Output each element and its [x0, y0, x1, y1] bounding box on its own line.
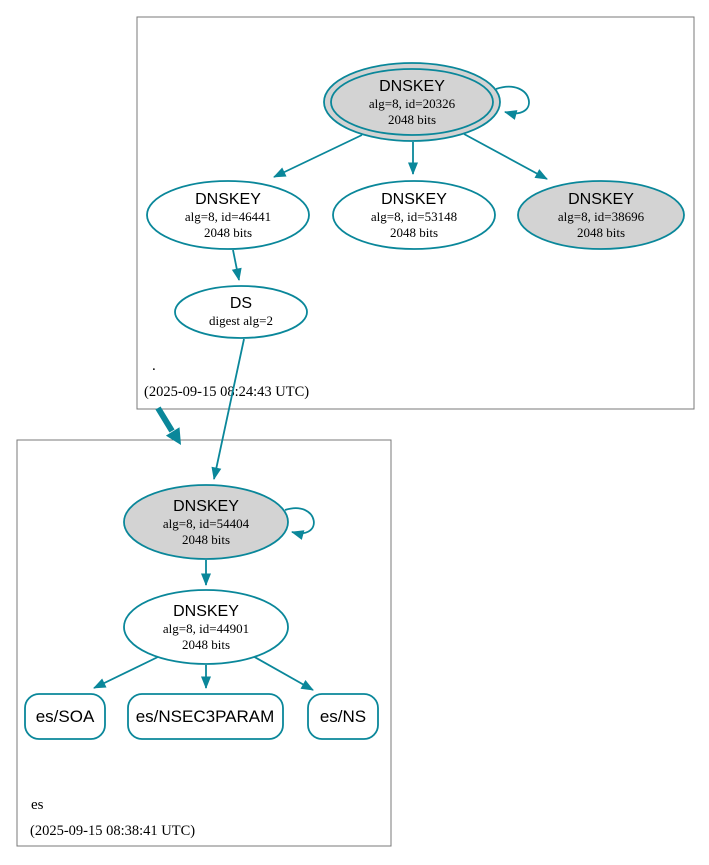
node-bits: 2048 bits: [577, 225, 625, 240]
edge-selfsign-20326: [495, 85, 530, 120]
edges: [93, 85, 548, 691]
node-dnskey-54404[interactable]: DNSKEY alg=8, id=54404 2048 bits: [123, 484, 289, 560]
zone-es-name: es: [31, 797, 44, 813]
zone-es-box: [16, 439, 392, 847]
node-bits: 2048 bits: [204, 225, 252, 240]
edge-20326-46441: [273, 134, 363, 178]
node-alg: alg=8, id=54404: [163, 516, 250, 531]
node-title: DNSKEY: [381, 191, 447, 208]
node-ds-es[interactable]: DS digest alg=2: [174, 285, 308, 339]
zone-root-name: .: [152, 358, 156, 374]
node-title: DNSKEY: [568, 191, 634, 208]
edge-ds-54404: [211, 338, 245, 480]
edge-20326-38696: [463, 133, 548, 180]
node-alg: alg=8, id=20326: [369, 96, 456, 111]
node-alg: alg=8, id=38696: [558, 209, 645, 224]
node-title: DNSKEY: [379, 78, 445, 95]
node-rrset-es-nsec3param[interactable]: es/NSEC3PARAM: [127, 693, 284, 740]
node-dnskey-38696[interactable]: DNSKEY alg=8, id=38696 2048 bits: [517, 180, 685, 250]
edge-delegation-root-es: [155, 406, 175, 433]
rrset-label: es/SOA: [36, 707, 95, 726]
node-bits: 2048 bits: [182, 637, 230, 652]
zone-es-timestamp: (2025-09-15 08:38:41 UTC): [30, 823, 195, 839]
node-dnskey-44901[interactable]: DNSKEY alg=8, id=44901 2048 bits: [123, 589, 289, 665]
edge-46441-ds: [231, 249, 242, 281]
node-alg: alg=8, id=53148: [371, 209, 457, 224]
node-title: DNSKEY: [173, 603, 239, 620]
node-title: DS: [230, 295, 252, 312]
zone-root-timestamp: (2025-09-15 08:24:43 UTC): [144, 384, 309, 400]
node-dnskey-53148[interactable]: DNSKEY alg=8, id=53148 2048 bits: [332, 180, 496, 250]
node-detail: digest alg=2: [209, 313, 273, 328]
edge-44901-ns: [250, 654, 314, 691]
edge-44901-soa: [93, 654, 163, 689]
node-title: DNSKEY: [173, 498, 239, 515]
node-bits: 2048 bits: [182, 532, 230, 547]
node-dnskey-46441[interactable]: DNSKEY alg=8, id=46441 2048 bits: [146, 180, 310, 250]
node-bits: 2048 bits: [388, 112, 436, 127]
edge-selfsign-54404: [284, 507, 315, 540]
node-rrset-es-ns[interactable]: es/NS: [307, 693, 379, 740]
node-alg: alg=8, id=44901: [163, 621, 249, 636]
zone-root-box: [136, 16, 695, 410]
node-alg: alg=8, id=46441: [185, 209, 271, 224]
node-dnskey-20326[interactable]: DNSKEY alg=8, id=20326 2048 bits: [323, 62, 501, 142]
node-title: DNSKEY: [195, 191, 261, 208]
edge-delegation-arrowhead: [165, 427, 181, 445]
rrset-label: es/NS: [320, 707, 366, 726]
rrset-label: es/NSEC3PARAM: [136, 707, 275, 726]
node-bits: 2048 bits: [390, 225, 438, 240]
node-rrset-es-soa[interactable]: es/SOA: [24, 693, 106, 740]
